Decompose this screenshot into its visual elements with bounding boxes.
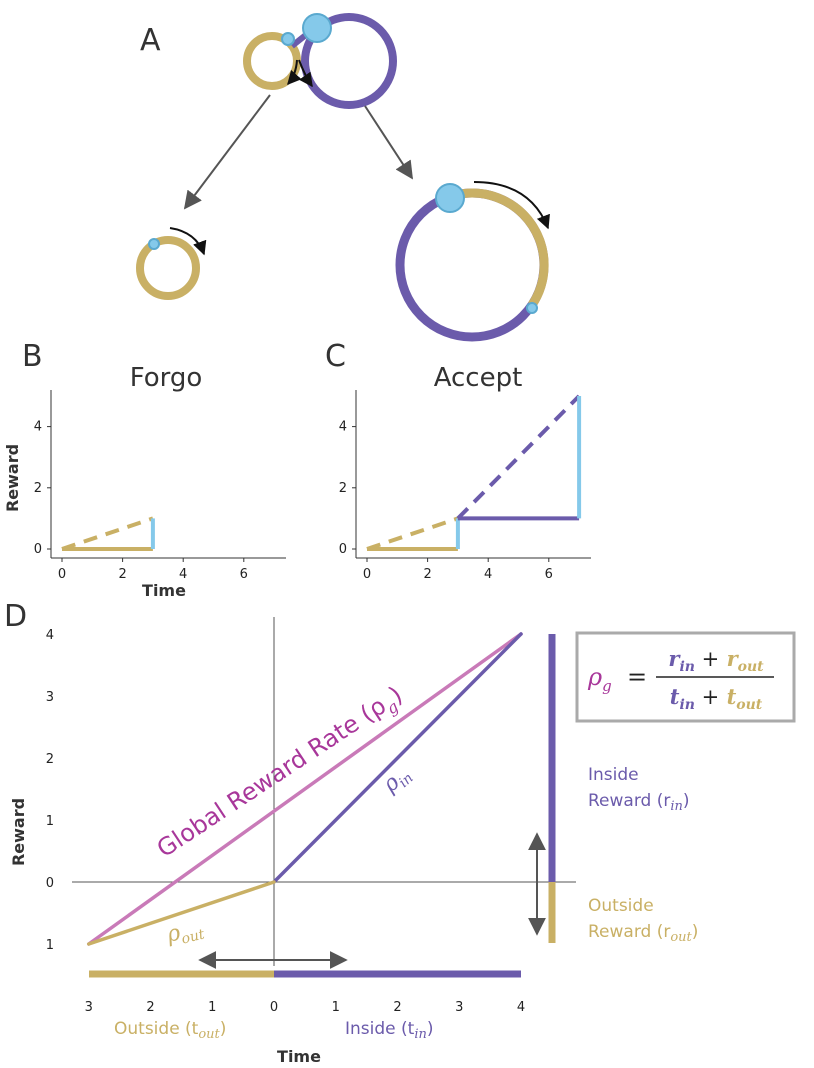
panel-d-xtick-label: 1 bbox=[208, 1000, 216, 1015]
panel-d-ylabel: Reward bbox=[9, 798, 28, 866]
forgo-direction-arrow bbox=[169, 227, 207, 256]
panel-b-xtick-label: 2 bbox=[118, 567, 126, 582]
panel-d-yticks: 4 3 2 1 0 1 bbox=[46, 628, 54, 953]
rho-out-line bbox=[87, 880, 276, 946]
panel-d-ytick-label: 0 bbox=[46, 876, 54, 891]
panel-c-ytick-label: 0 bbox=[339, 542, 347, 557]
panel-c-xticks: 0 2 4 6 bbox=[363, 558, 553, 582]
panel-c-ytick-label: 2 bbox=[339, 481, 347, 496]
panel-d-xtick-label: 1 bbox=[332, 1000, 340, 1015]
panel-d-xticks: 3 2 1 0 1 2 3 4 bbox=[85, 1000, 526, 1015]
panel-b-xtick-label: 4 bbox=[179, 567, 187, 582]
panel-b-xtick-label: 6 bbox=[240, 567, 248, 582]
accept-gold-arc bbox=[462, 188, 549, 308]
top-large-agent bbox=[302, 13, 332, 43]
branch-arrow-accept bbox=[364, 105, 413, 180]
panel-d-xlabel: Time bbox=[277, 1047, 321, 1066]
panel-b-title: Forgo bbox=[130, 363, 203, 393]
panel-d-xtick-label: 3 bbox=[455, 1000, 463, 1015]
inside-time-label: Inside (tin) bbox=[345, 1019, 434, 1042]
panel-b-xtick-label: 0 bbox=[58, 567, 66, 582]
panel-b-ytick-label: 4 bbox=[34, 420, 42, 435]
global-reward-rate-line bbox=[87, 632, 523, 946]
panel-c-axes bbox=[355, 390, 591, 559]
top-direction-arrow-left bbox=[287, 59, 302, 86]
rho-out-label: ρout bbox=[163, 915, 206, 951]
panel-d-ytick-label: 4 bbox=[46, 628, 54, 643]
panel-d-ytick-label: 1 bbox=[46, 938, 54, 953]
panel-c-xtick-label: 2 bbox=[423, 567, 431, 582]
panel-c-outside-rate-dashed bbox=[366, 516, 459, 551]
outside-reward-label-line2: Reward (rout) bbox=[588, 922, 698, 945]
panel-b-xlabel: Time bbox=[142, 581, 186, 600]
panel-d-ytick-label: 3 bbox=[46, 690, 54, 705]
panel-c-plot bbox=[366, 394, 582, 551]
forgo-agent bbox=[148, 238, 160, 250]
formula-box: ρg = rin + rout tin + tout bbox=[575, 631, 796, 723]
accept-small-agent bbox=[526, 302, 538, 314]
forgo-gold-ring bbox=[136, 236, 200, 300]
global-rate-label: Global Reward Rate (ρg) bbox=[152, 681, 410, 867]
panel-c-title: Accept bbox=[434, 363, 523, 393]
panel-d-xtick-label: 0 bbox=[270, 1000, 278, 1015]
panel-c-inside-rate-dashed bbox=[456, 394, 581, 520]
accept-direction-arrow bbox=[473, 181, 550, 230]
panel-c-xtick-label: 4 bbox=[484, 567, 492, 582]
formula-equals: = bbox=[627, 663, 647, 691]
branch-arrow-forgo bbox=[183, 94, 271, 210]
top-direction-arrow-right bbox=[298, 59, 313, 88]
panel-b-ylabel: Reward bbox=[3, 444, 22, 512]
formula-lhs: ρg bbox=[587, 663, 612, 695]
panel-a-letter: A bbox=[140, 23, 161, 58]
panel-d-ytick-label: 2 bbox=[46, 752, 54, 767]
formula-numerator: rin + rout bbox=[668, 646, 764, 675]
top-small-agent bbox=[281, 32, 295, 46]
formula-denominator: tin + tout bbox=[670, 684, 763, 713]
panel-b-letter: B bbox=[22, 339, 43, 374]
panel-b-yticks: 0 2 4 bbox=[34, 420, 51, 557]
panel-b-plot bbox=[61, 516, 155, 551]
panel-b-xticks: 0 2 4 6 bbox=[58, 558, 248, 582]
panel-c-ytick-label: 4 bbox=[339, 420, 347, 435]
inside-reward-label-line1: Inside bbox=[588, 765, 639, 785]
panel-b-ytick-label: 2 bbox=[34, 481, 42, 496]
outside-time-label: Outside (tout) bbox=[114, 1019, 226, 1042]
panel-b-outside-rate-dashed bbox=[61, 516, 154, 551]
outside-reward-label-line1: Outside bbox=[588, 896, 654, 916]
panel-b-ytick-label: 0 bbox=[34, 542, 42, 557]
panel-c-xtick-label: 0 bbox=[363, 567, 371, 582]
panel-d-plot bbox=[87, 632, 523, 946]
panel-b-axes bbox=[50, 390, 286, 559]
top-purple-ring bbox=[301, 13, 397, 109]
panel-d-xtick-label: 2 bbox=[393, 1000, 401, 1015]
panel-d-letter: D bbox=[4, 599, 27, 634]
rho-in-line bbox=[272, 632, 523, 884]
rho-in-label: ρin bbox=[378, 761, 417, 800]
panel-d-xtick-label: 3 bbox=[85, 1000, 93, 1015]
accept-large-agent bbox=[435, 183, 465, 213]
panel-d-ytick-label: 1 bbox=[46, 814, 54, 829]
panel-c-xtick-label: 6 bbox=[545, 567, 553, 582]
panel-d-xtick-label: 4 bbox=[517, 1000, 525, 1015]
panel-d-xtick-label: 2 bbox=[146, 1000, 154, 1015]
panel-c-letter: C bbox=[325, 339, 346, 374]
panel-c-yticks: 0 2 4 bbox=[339, 420, 356, 557]
inside-reward-label-line2: Reward (rin) bbox=[588, 791, 690, 814]
